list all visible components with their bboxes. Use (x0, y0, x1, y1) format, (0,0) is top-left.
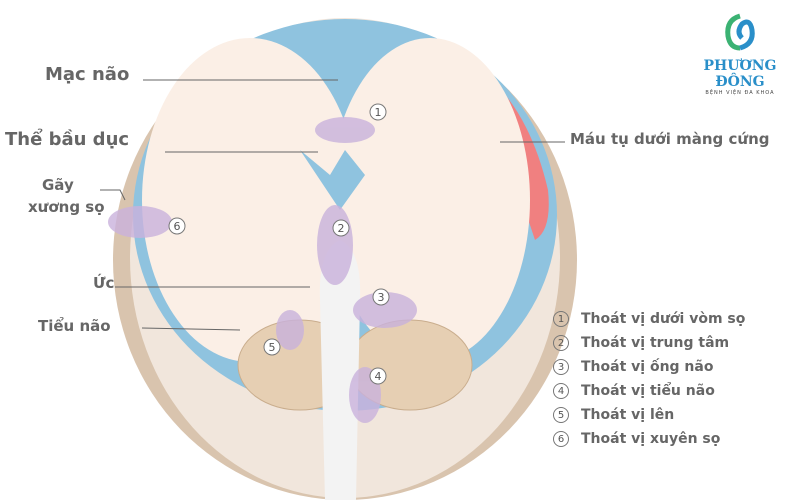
brainstem (319, 240, 361, 500)
legend-item: 2 Thoát vị trung tâm (553, 331, 745, 355)
svg-text:1: 1 (375, 106, 382, 119)
legend-number: 4 (553, 383, 569, 399)
logo-subtitle: BỆNH VIỆN ĐA KHOA (705, 90, 775, 96)
legend-label: Thoát vị dưới vòm sọ (581, 311, 746, 327)
ventricles (300, 150, 365, 210)
legend-number: 5 (553, 407, 569, 423)
svg-text:6: 6 (174, 220, 181, 233)
legend-item: 4 Thoát vị tiểu não (553, 379, 745, 403)
svg-text:4: 4 (375, 370, 382, 383)
svg-text:5: 5 (269, 341, 276, 354)
logo-name: PHƯƠNG ĐÔNG (703, 58, 777, 90)
legend-item: 5 Thoát vị lên (553, 403, 745, 427)
legend-item: 3 Thoát vị ống não (553, 355, 745, 379)
legend-label: Thoát vị lên (581, 407, 675, 423)
label-gay: Gãy (42, 176, 74, 194)
hospital-logo: PHƯƠNG ĐÔNG BỆNH VIỆN ĐA KHOA (690, 12, 790, 96)
label-mau-tu: Máu tụ dưới màng cứng (570, 130, 770, 148)
leader-lines (100, 79, 565, 331)
legend: 1 Thoát vị dưới vòm sọ 2 Thoát vị trung tâ… (553, 307, 745, 451)
brain-left-hemisphere (142, 38, 358, 362)
legend-number: 3 (553, 359, 569, 375)
legend-item: 6 Thoát vị xuyên sọ (553, 427, 745, 451)
legend-label: Thoát vị tiểu não (581, 383, 715, 399)
legend-number: 6 (553, 431, 569, 447)
legend-item: 1 Thoát vị dưới vòm sọ (553, 307, 745, 331)
label-xuong-so: xương sọ (28, 198, 105, 216)
svg-text:2: 2 (338, 222, 345, 235)
label-uc: Ức (93, 274, 115, 292)
svg-text:3: 3 (378, 291, 385, 304)
logo-mark-icon (725, 13, 755, 51)
label-mac-nao: Mạc não (45, 64, 130, 85)
label-tieu-nao: Tiểu não (38, 317, 111, 335)
legend-number: 2 (553, 335, 569, 351)
legend-label: Thoát vị trung tâm (581, 335, 730, 351)
legend-label: Thoát vị xuyên sọ (581, 431, 721, 447)
herniation-markers (168, 103, 390, 385)
legend-label: Thoát vị ống não (581, 359, 714, 375)
label-the-bau-duc: Thể bầu dục (5, 129, 130, 150)
legend-number: 1 (553, 311, 569, 327)
